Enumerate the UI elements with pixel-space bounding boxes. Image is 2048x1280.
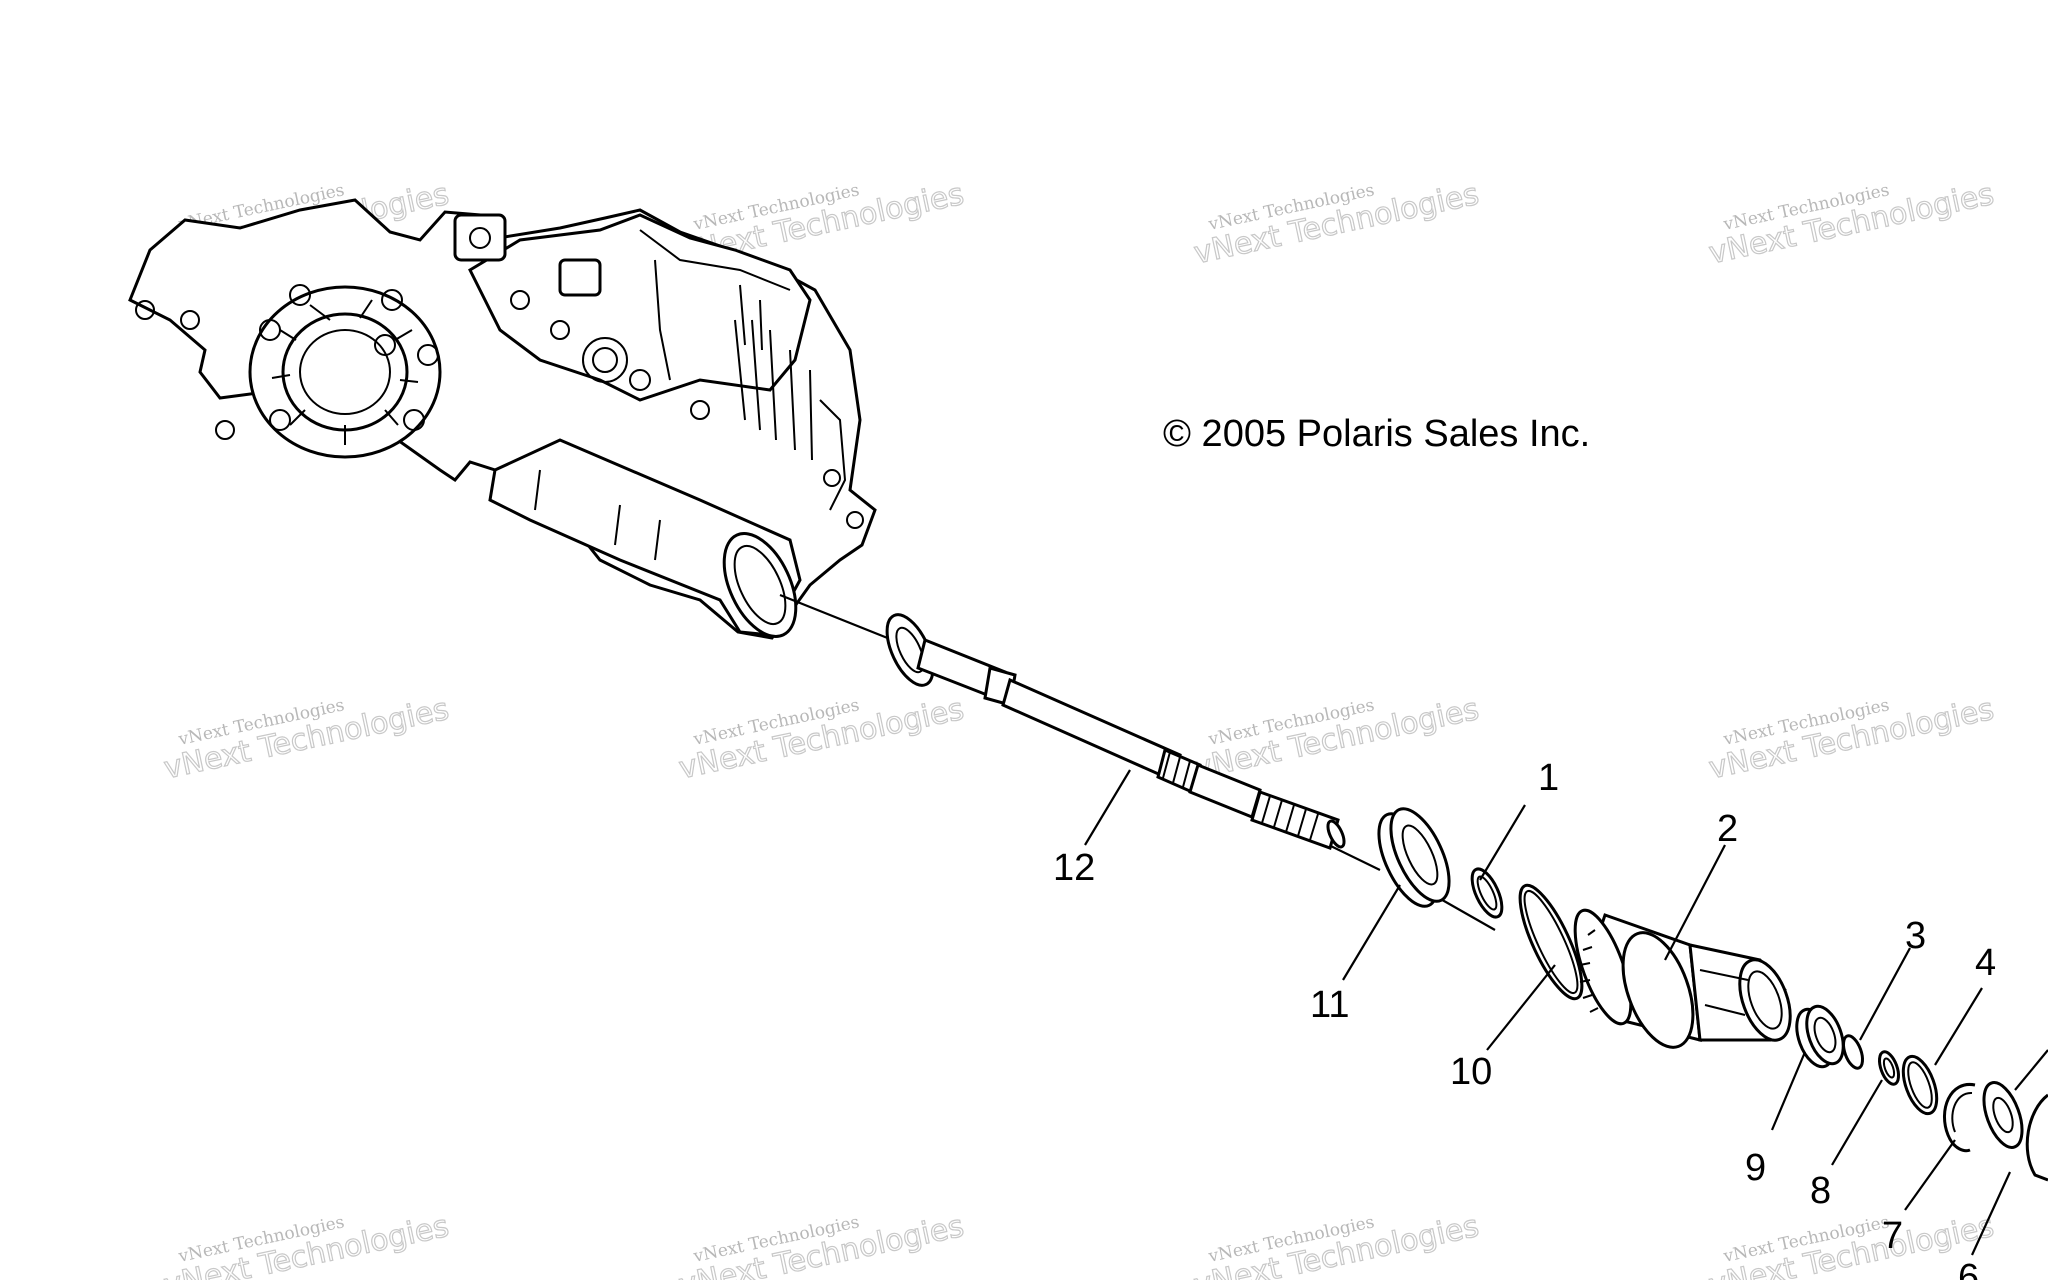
- callout-8: 8: [1810, 1170, 1831, 1212]
- watermark: vNext Technologies vNext Technologies: [1190, 691, 1482, 787]
- part-10-large-o-ring: [1518, 883, 1584, 1001]
- watermark: vNext Technologies vNext Technologies: [160, 1208, 452, 1280]
- callout-7: 7: [1882, 1215, 1903, 1257]
- callout-9: 9: [1745, 1147, 1766, 1189]
- watermark: vNext Technologies vNext Technologies: [675, 691, 967, 787]
- part-1-o-ring: [1470, 867, 1504, 919]
- callout-2: 2: [1717, 808, 1738, 850]
- callout-4: 4: [1975, 942, 1996, 984]
- callout-10: 10: [1450, 1051, 1492, 1093]
- transmission-housing: [128, 198, 877, 640]
- callout-1: 1: [1538, 757, 1559, 799]
- watermark: vNext Technologies vNext Technologies: [1190, 1208, 1482, 1280]
- part-12-drive-shaft: [885, 613, 1346, 850]
- part-3-ring: [1841, 1034, 1865, 1070]
- part-6-ring-partial: [1982, 1081, 2048, 1182]
- watermark: vNext Technologies vNext Technologies: [1190, 176, 1482, 272]
- callout-6: 6: [1958, 1257, 1979, 1280]
- watermark: vNext Technologies vNext Technologies: [1705, 176, 1997, 272]
- copyright-text: © 2005 Polaris Sales Inc.: [1163, 413, 1590, 455]
- watermark: vNext Technologies vNext Technologies: [1705, 691, 1997, 787]
- callout-3: 3: [1905, 915, 1926, 957]
- part-11-seal: [1377, 807, 1451, 908]
- watermark: vNext Technologies vNext Technologies: [1705, 1208, 1997, 1280]
- leader-lines: [1084, 769, 2048, 1256]
- callout-12: 12: [1053, 847, 1095, 889]
- watermark: vNext Technologies vNext Technologies: [160, 691, 452, 787]
- part-7-snap-ring: [1943, 1083, 1976, 1153]
- callout-11: 11: [1310, 984, 1349, 1026]
- part-8-ring: [1877, 1050, 1901, 1086]
- callout-labels: 1 2 3 4 6 7 8 9 10 11 12: [1053, 757, 1996, 1280]
- part-9-bearing: [1795, 1004, 1845, 1069]
- watermark: vNext Technologies vNext Technologies: [675, 1208, 967, 1280]
- part-4-washer: [1901, 1054, 1939, 1116]
